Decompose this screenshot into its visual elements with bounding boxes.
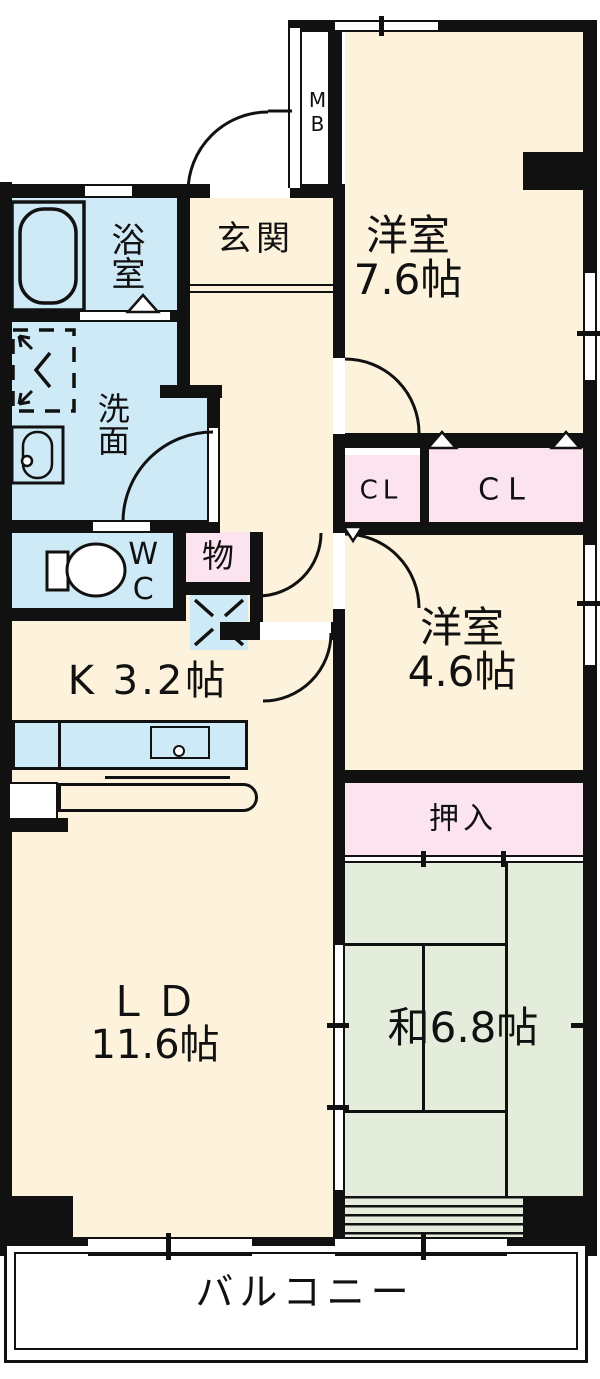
room-bathroom <box>8 195 183 316</box>
door-tick <box>501 851 506 867</box>
wall <box>345 433 583 448</box>
window-tick <box>421 1233 426 1260</box>
japanese-room-window-sill <box>345 1196 523 1237</box>
label-storage: 物 <box>201 537 235 576</box>
ventilation-fan-icon <box>193 598 245 647</box>
western-7-6-door-arc <box>344 357 421 434</box>
wall <box>8 818 68 832</box>
wall <box>328 25 342 190</box>
window-tick <box>379 16 384 36</box>
hall-door-arc <box>262 632 333 703</box>
meter-box-front <box>288 28 302 188</box>
sink-icon <box>10 425 65 485</box>
closet-small <box>345 455 420 525</box>
label-washroom: 洗面 <box>92 392 131 456</box>
room-name: ＬＤ <box>106 976 203 1026</box>
room-name: 洋室 <box>419 602 505 652</box>
western-4-6-door-arc <box>344 532 421 609</box>
label-balcony: バルコニー <box>195 1270 415 1315</box>
label-western-7-6: 洋室 7.6帖 <box>353 210 463 304</box>
label-closet-large: CL <box>478 472 534 508</box>
sliding-door-ld-japanese <box>333 945 345 1190</box>
door-tick <box>327 1105 349 1110</box>
label-entrance: 玄関 <box>217 219 295 260</box>
window <box>85 184 132 198</box>
entrance-door-arc <box>186 110 269 193</box>
wall <box>0 608 186 621</box>
label-living-dining: ＬＤ 11.6帖 <box>90 976 220 1069</box>
tatami-line <box>505 863 508 1196</box>
wall <box>0 182 12 1243</box>
wc-door-opening <box>93 520 150 533</box>
closet-door-mark <box>341 525 365 544</box>
washroom-door-arc <box>121 430 214 523</box>
room-name: 洋室 <box>365 210 451 260</box>
counter-bar <box>58 783 258 812</box>
label-kitchen: K 3.2帖 <box>67 658 229 704</box>
entrance-door-opening <box>210 184 290 198</box>
wall <box>0 1196 73 1241</box>
door-tick <box>327 1023 349 1028</box>
closet-door-mark <box>425 430 459 450</box>
closet-storage <box>186 532 250 582</box>
closet-large <box>429 448 583 525</box>
entrance-step-line <box>183 284 345 293</box>
label-japanese-room: 和6.8帖 <box>387 1002 539 1052</box>
room-size: 4.6帖 <box>407 647 517 696</box>
room-size: 7.6帖 <box>353 255 463 304</box>
window-tick <box>166 1233 171 1260</box>
wall <box>173 532 186 620</box>
kitchen-sink <box>150 726 210 759</box>
label-western-4-6: 洋室 4.6帖 <box>407 602 517 696</box>
tatami-line <box>345 943 507 946</box>
label-closet-small: CL <box>359 475 403 506</box>
room-kitchen-living <box>8 612 335 1237</box>
western-4-6-door-opening <box>333 533 345 609</box>
balcony-inner <box>14 1252 578 1350</box>
refrigerator-space <box>8 782 58 820</box>
wall <box>333 522 583 535</box>
label-meter-box: MB <box>305 88 330 136</box>
wall <box>185 582 250 595</box>
toilet-icon <box>45 542 127 598</box>
bathtub-icon <box>10 200 86 312</box>
oshiire-sliding-front <box>345 855 583 863</box>
wall <box>420 448 429 525</box>
wall <box>333 770 583 783</box>
hall-door-opening <box>260 622 331 640</box>
room-western-4-6 <box>345 535 583 770</box>
room-washroom <box>8 315 180 532</box>
label-bathroom: 浴室 <box>104 222 145 290</box>
window-tick <box>577 601 600 606</box>
bathroom-folding-door-mark <box>125 293 161 314</box>
washing-machine-icon <box>11 328 76 413</box>
counter-edge-line <box>105 776 230 779</box>
counter-divider <box>58 720 61 770</box>
window-tick <box>577 331 600 336</box>
door-tick <box>421 851 426 867</box>
closet-door-mark <box>549 430 583 450</box>
door-tick <box>571 1023 593 1028</box>
room-western-7-6 <box>345 32 583 433</box>
room-japanese <box>345 863 583 1196</box>
window <box>335 20 438 32</box>
storage-door-arc <box>257 532 323 598</box>
pillar <box>523 152 583 190</box>
balcony-outer <box>4 1243 588 1363</box>
wall <box>250 532 263 625</box>
closet-oshiire <box>345 783 583 855</box>
wall <box>160 385 222 398</box>
label-wc: WC <box>125 537 161 607</box>
room-size: 11.6帖 <box>90 1022 220 1069</box>
western-7-6-door-opening <box>333 358 345 434</box>
window <box>583 273 597 380</box>
tatami-line <box>422 943 425 1112</box>
tatami-line <box>345 1110 507 1113</box>
label-oshiire: 押入 <box>429 801 497 837</box>
washroom-door-opening <box>207 428 220 522</box>
wall <box>523 1196 597 1241</box>
faucet-icon <box>173 745 185 757</box>
